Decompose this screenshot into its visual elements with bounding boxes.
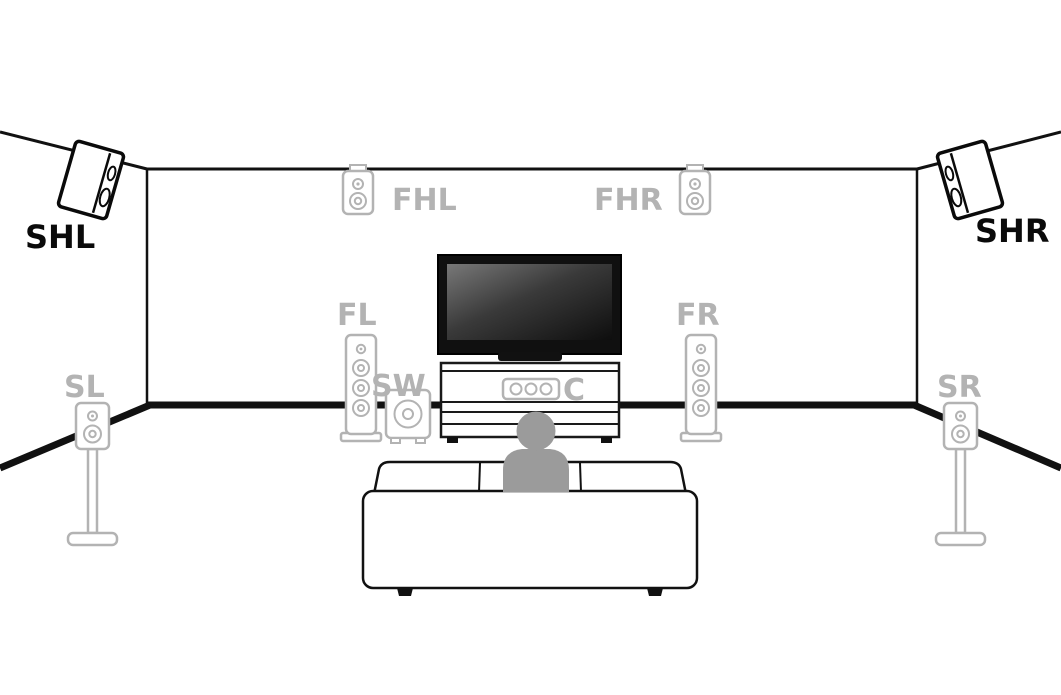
woofer-dot-icon <box>697 384 705 392</box>
speaker-face-edge <box>91 152 112 214</box>
woofer-dot-icon <box>357 384 365 392</box>
woofer-dot-icon <box>690 196 700 206</box>
label-shl: SHL <box>25 218 95 256</box>
cabinet-leg <box>601 437 612 443</box>
woofer-icon <box>539 382 553 396</box>
stand-pole <box>954 447 967 535</box>
speaker-front-height-left <box>341 164 375 216</box>
tweeter-dot-icon <box>693 182 697 186</box>
speaker-body <box>56 139 126 221</box>
tweeter-dot-icon <box>91 414 94 418</box>
sofa-seam <box>478 462 481 493</box>
tv-screen <box>447 264 612 340</box>
sofa-foot <box>647 588 663 596</box>
speaker-surround-left <box>66 401 119 547</box>
label-fl: FL <box>337 298 377 333</box>
speaker-front-right <box>679 333 723 443</box>
stand-base <box>66 531 119 547</box>
tweeter-dot-icon <box>959 414 962 418</box>
listener <box>503 411 569 492</box>
label-sl: SL <box>64 370 105 405</box>
tv-base <box>498 352 562 361</box>
labels: SHL SHR FHL FHR FL FR SW C SL SR <box>25 183 1049 408</box>
tweeter-icon <box>106 165 117 182</box>
tweeter-icon <box>944 165 955 182</box>
sofa-body <box>361 489 699 590</box>
tweeter-dot-icon <box>359 347 363 351</box>
woofer-dot-icon <box>353 196 363 206</box>
sofa-seam <box>579 462 582 493</box>
woofer-icon <box>950 187 963 208</box>
sub-foot <box>415 437 426 444</box>
speaker-front-height-right <box>678 164 712 216</box>
woofer-icon <box>98 187 111 208</box>
woofer-dot-icon <box>697 364 705 372</box>
tweeter-dot-icon <box>356 182 360 186</box>
speaker-surround-height-left <box>56 139 126 221</box>
label-fr: FR <box>676 298 720 333</box>
woofer-dot-icon <box>357 404 365 412</box>
label-c: C <box>563 373 585 408</box>
listener-head <box>516 411 556 451</box>
woofer-dot-icon <box>357 364 365 372</box>
label-fhr: FHR <box>594 183 663 218</box>
stand-pole <box>86 447 99 535</box>
woofer-dot-icon <box>88 429 97 439</box>
speaker-surround-height-right <box>935 139 1005 221</box>
label-fhl: FHL <box>392 183 457 218</box>
sub-foot <box>390 437 401 444</box>
label-sr: SR <box>937 370 982 405</box>
sofa-foot <box>397 588 413 596</box>
label-shr: SHR <box>975 212 1049 250</box>
label-sw: SW <box>371 369 426 404</box>
sofa <box>361 460 699 596</box>
woofer-dot-icon <box>956 429 965 439</box>
tweeter-dot-icon <box>699 347 703 351</box>
speaker-body <box>935 139 1005 221</box>
stand-base <box>934 531 987 547</box>
speaker-center <box>501 377 561 401</box>
woofer-icon <box>509 382 523 396</box>
speaker-face-edge <box>949 152 970 214</box>
speaker-front-left <box>339 333 383 443</box>
listener-shoulders <box>503 449 569 492</box>
tweeter-icon <box>524 382 538 396</box>
floor-edge-right <box>912 401 1061 472</box>
speaker-surround-right <box>934 401 987 547</box>
cabinet-leg <box>447 437 458 443</box>
subwoofer <box>384 388 432 444</box>
television <box>437 254 622 361</box>
sub-driver-dot-icon <box>402 408 414 420</box>
woofer-dot-icon <box>697 404 705 412</box>
